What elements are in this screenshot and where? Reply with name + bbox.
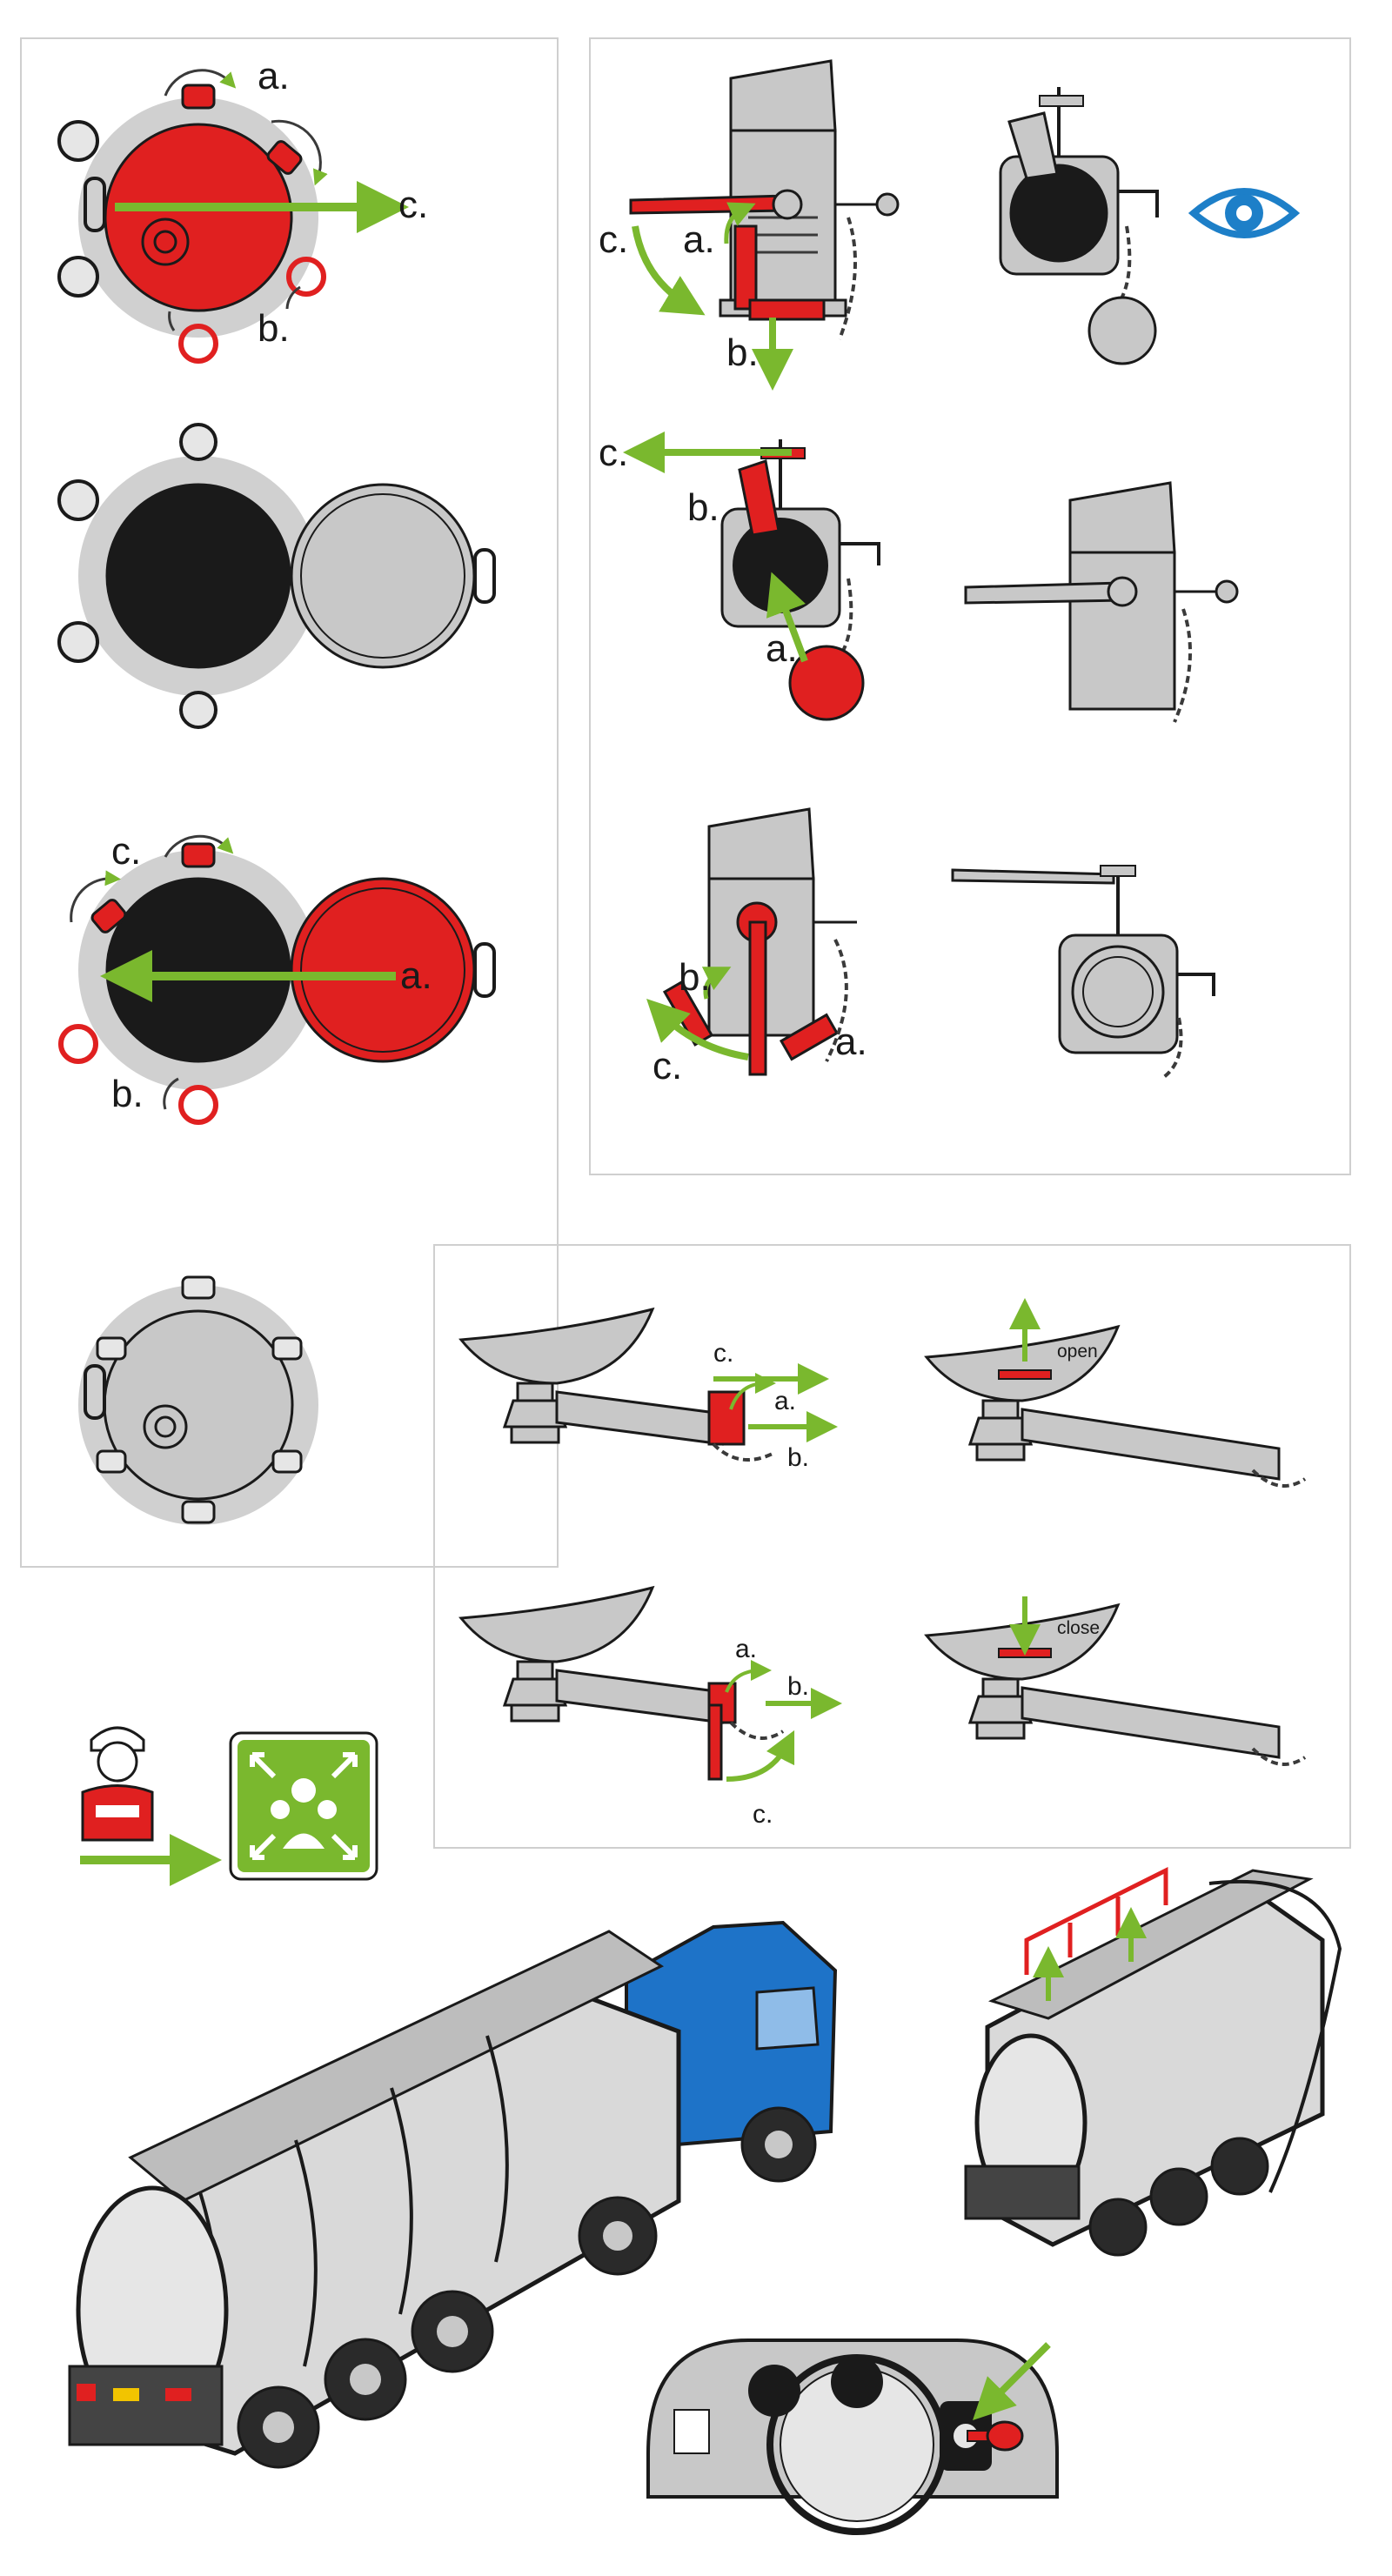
valve3-label-b: b. [679,956,711,999]
pipe3-label-c: c. [753,1800,773,1829]
pipe1-label-c: c. [713,1339,733,1368]
valve3-label-a: a. [835,1020,867,1063]
manhole-step-lid-opened [57,423,496,729]
tanker-rear-railing [964,1866,1342,2257]
valve-panel-frame [589,37,1351,1175]
valve2-label-b: b. [687,486,719,529]
pipe3-label-a: a. [735,1635,757,1663]
manhole-step-close: a. b. c. [58,830,496,1125]
manhole-step-closed [78,1275,318,1525]
valve-closed-front [951,865,1215,1081]
valve-step3: b. c. a. [646,807,867,1087]
valve2-label-a: a. [766,627,798,670]
pipe-panel-frame [433,1244,1351,1849]
manhole-step-open: a. b. c. [57,55,428,364]
manhole-close-label-b: b. [111,1073,144,1115]
eye-icon [1188,188,1301,238]
dashboard-ignition [646,2338,1059,2535]
manhole-open-label-b: b. [258,307,290,350]
valve-step1: c. a. b. [599,59,900,391]
pipe-step3: a. b. c. [458,1585,842,1829]
assembly-point-icon [229,1731,378,1881]
pipe-step1: c. a. b. [458,1307,838,1472]
valve-inspect [999,87,1301,365]
manhole-close-label-c: c. [111,830,141,873]
pipe3-label-b: b. [787,1672,809,1701]
pipe-step-close: close [924,1596,1307,1766]
valve-step2: c. b. a. [599,432,880,721]
pipe1-label-a: a. [774,1387,796,1415]
valve3-label-c: c. [652,1045,682,1087]
valve2-label-c: c. [599,432,628,474]
valve1-label-a: a. [683,218,715,261]
pipe-close-label: close [1057,1618,1100,1638]
manhole-close-label-a: a. [400,954,432,997]
worker-icon [81,1726,154,1842]
valve-side-closed [964,481,1239,723]
tanker-truck [68,1920,838,2469]
manhole-panel-frame [20,37,559,1568]
manhole-open-label-c: c. [398,184,428,226]
pipe-open-label: open [1057,1342,1098,1362]
pipe1-label-b: b. [787,1443,809,1472]
valve1-label-b: b. [726,331,759,374]
valve1-label-c: c. [599,218,628,261]
key-icon [967,2420,1024,2452]
manhole-open-label-a: a. [258,55,290,97]
pipe-step-open: open [924,1298,1307,1488]
